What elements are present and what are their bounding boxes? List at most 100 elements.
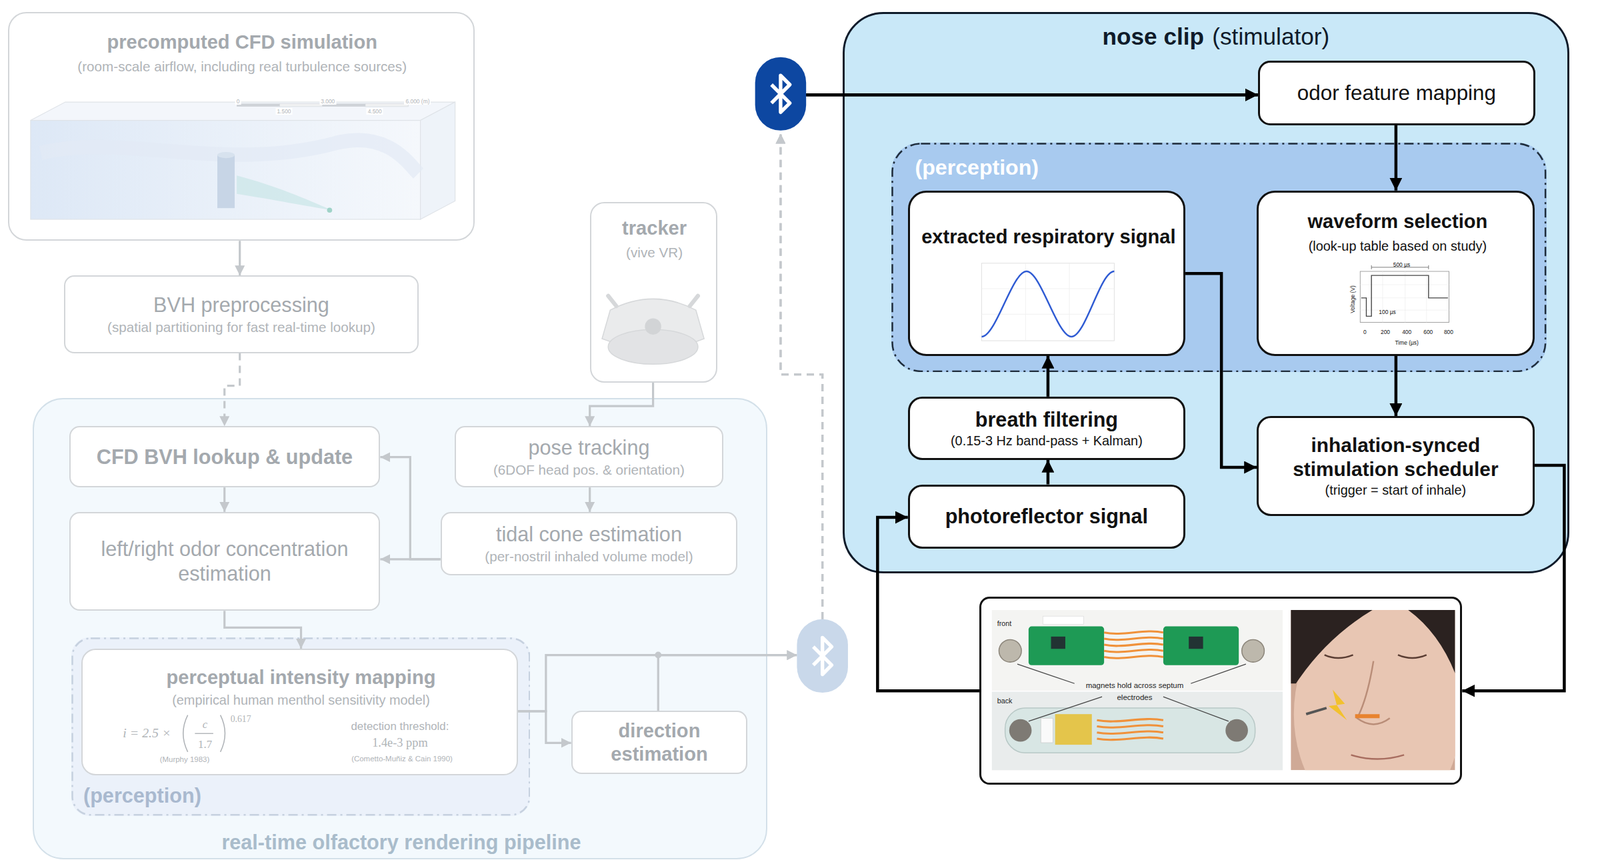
node-title: extracted respiratory signal [921, 224, 1177, 248]
node-title: inhalation-synced stimulation scheduler [1264, 433, 1526, 482]
scale-bar-part [279, 103, 322, 107]
connector [224, 353, 240, 427]
device-panel: nose clip(stimulator)odor feature mappin… [842, 12, 1570, 574]
junction-dot-part [654, 652, 662, 659]
tracker-device-part [608, 329, 698, 364]
photo-label: front [996, 619, 1013, 628]
device-photo-part [1242, 639, 1265, 662]
node-title: (perception) [83, 783, 202, 808]
connector-line [518, 711, 572, 743]
connector [224, 487, 225, 512]
connector-line [223, 487, 226, 512]
connector-line [877, 517, 980, 691]
process-box: CFD BVH lookup & update [69, 426, 381, 488]
note-value: 1.4e-3 ppm [372, 735, 428, 750]
connector [589, 487, 590, 512]
formula: i = 2.5 × [122, 726, 171, 742]
tick-label: 200 [1380, 328, 1390, 336]
connector-line [588, 487, 591, 512]
dash-dot-outline [72, 638, 530, 816]
connector-line [1046, 460, 1050, 485]
connector [224, 610, 302, 649]
scale-bar-part [322, 103, 366, 107]
node-text: (0.15-3 Hz band-pass + Kalman) [950, 433, 1143, 450]
connector [1047, 356, 1048, 397]
connector [590, 382, 654, 426]
pipeline-panel: real-time olfactory rendering pipeline CF… [32, 398, 768, 860]
scale-label: 3.000 [319, 98, 336, 105]
device-photo-part [992, 692, 1283, 771]
formula-bracket-part [220, 715, 226, 752]
node-title: tidal cone estimation [496, 522, 682, 547]
node-title: BVH preprocessing [153, 292, 330, 318]
tracker-device-part [600, 267, 706, 380]
process-box: left/right odor concentration estimation [69, 512, 381, 611]
connector [1395, 356, 1396, 416]
device-photo-part [1009, 719, 1032, 742]
tracker-device-part [608, 296, 698, 306]
device-photo-part [992, 610, 1283, 691]
photo-label: magnets hold across septum [1084, 681, 1186, 691]
connector-line [1046, 356, 1050, 397]
bluetooth-icon [796, 619, 848, 693]
tick-label: 0 [1363, 328, 1367, 336]
note: detection threshold: [350, 720, 449, 734]
formula-bracket-part [183, 715, 188, 752]
device-photo-part [1104, 631, 1164, 658]
connector [518, 711, 572, 743]
connector-line [780, 134, 823, 620]
device-photo-part [1163, 626, 1239, 666]
device-photo-part [1096, 719, 1163, 740]
axis-title: Time (µs) [1394, 339, 1418, 346]
connector-line [590, 382, 654, 426]
node-title: real-time olfactory rendering pipeline [221, 830, 581, 855]
perception-group: (perception) perceptual intensity mapping… [71, 637, 531, 816]
node-text: (stimulator) [1212, 22, 1330, 51]
photo-label: electrodes [1115, 693, 1154, 703]
device-photo-part [1225, 719, 1248, 742]
node-text: (look-up table based on study) [1308, 238, 1487, 255]
cfd-room [30, 102, 456, 220]
node-title: odor feature mapping [1297, 80, 1496, 106]
node-text: (trigger = start of inhale) [1325, 482, 1467, 499]
waveform-plot [1360, 265, 1449, 323]
node-title: (perception) [914, 154, 1039, 180]
node-text: (6DOF head pos. & orientation) [493, 462, 685, 479]
connector-line [658, 655, 797, 712]
face-photo-part [1328, 689, 1348, 720]
connector-line [224, 353, 240, 427]
cfd-room-part [30, 102, 456, 121]
scale-bar-part [365, 103, 408, 107]
node-text: (room-scale airflow, including real turb… [77, 58, 407, 76]
node-text: (spatial partitioning for fast real-time… [107, 319, 376, 336]
connector [1462, 465, 1564, 691]
device-photo-part [1042, 616, 1084, 624]
connector [239, 240, 240, 276]
node-title: perceptual intensity mapping [166, 666, 436, 690]
scale-bar [236, 103, 408, 107]
connector-line [518, 655, 797, 712]
dimension: 100 µs [1378, 308, 1396, 316]
respiratory-plot [981, 263, 1114, 341]
connector-line [1394, 125, 1398, 191]
face-photo-part [1324, 654, 1427, 658]
device-photo-part [998, 639, 1022, 662]
connector [380, 558, 440, 560]
tick-label: 800 [1444, 328, 1454, 336]
face-photo [1290, 610, 1455, 770]
node-title: pose tracking [528, 435, 650, 460]
waveform-plot-part [1361, 275, 1448, 316]
formula: c [202, 718, 208, 732]
cfd-room-part [217, 152, 235, 158]
device-photo-part [1051, 636, 1066, 649]
scale-label: 6.000 (m) [404, 98, 431, 105]
connector [1047, 460, 1048, 485]
connector-line [806, 93, 1258, 97]
node-title: CFD BVH lookup & update [96, 444, 353, 470]
process-box: direction estimation [571, 710, 748, 774]
process-box: tidal cone estimation(per-nostril inhale… [440, 512, 738, 576]
node-title: precomputed CFD simulation [106, 30, 378, 54]
scale-label: 1.500 [275, 108, 292, 115]
dimension: 500 µs [1393, 261, 1410, 268]
